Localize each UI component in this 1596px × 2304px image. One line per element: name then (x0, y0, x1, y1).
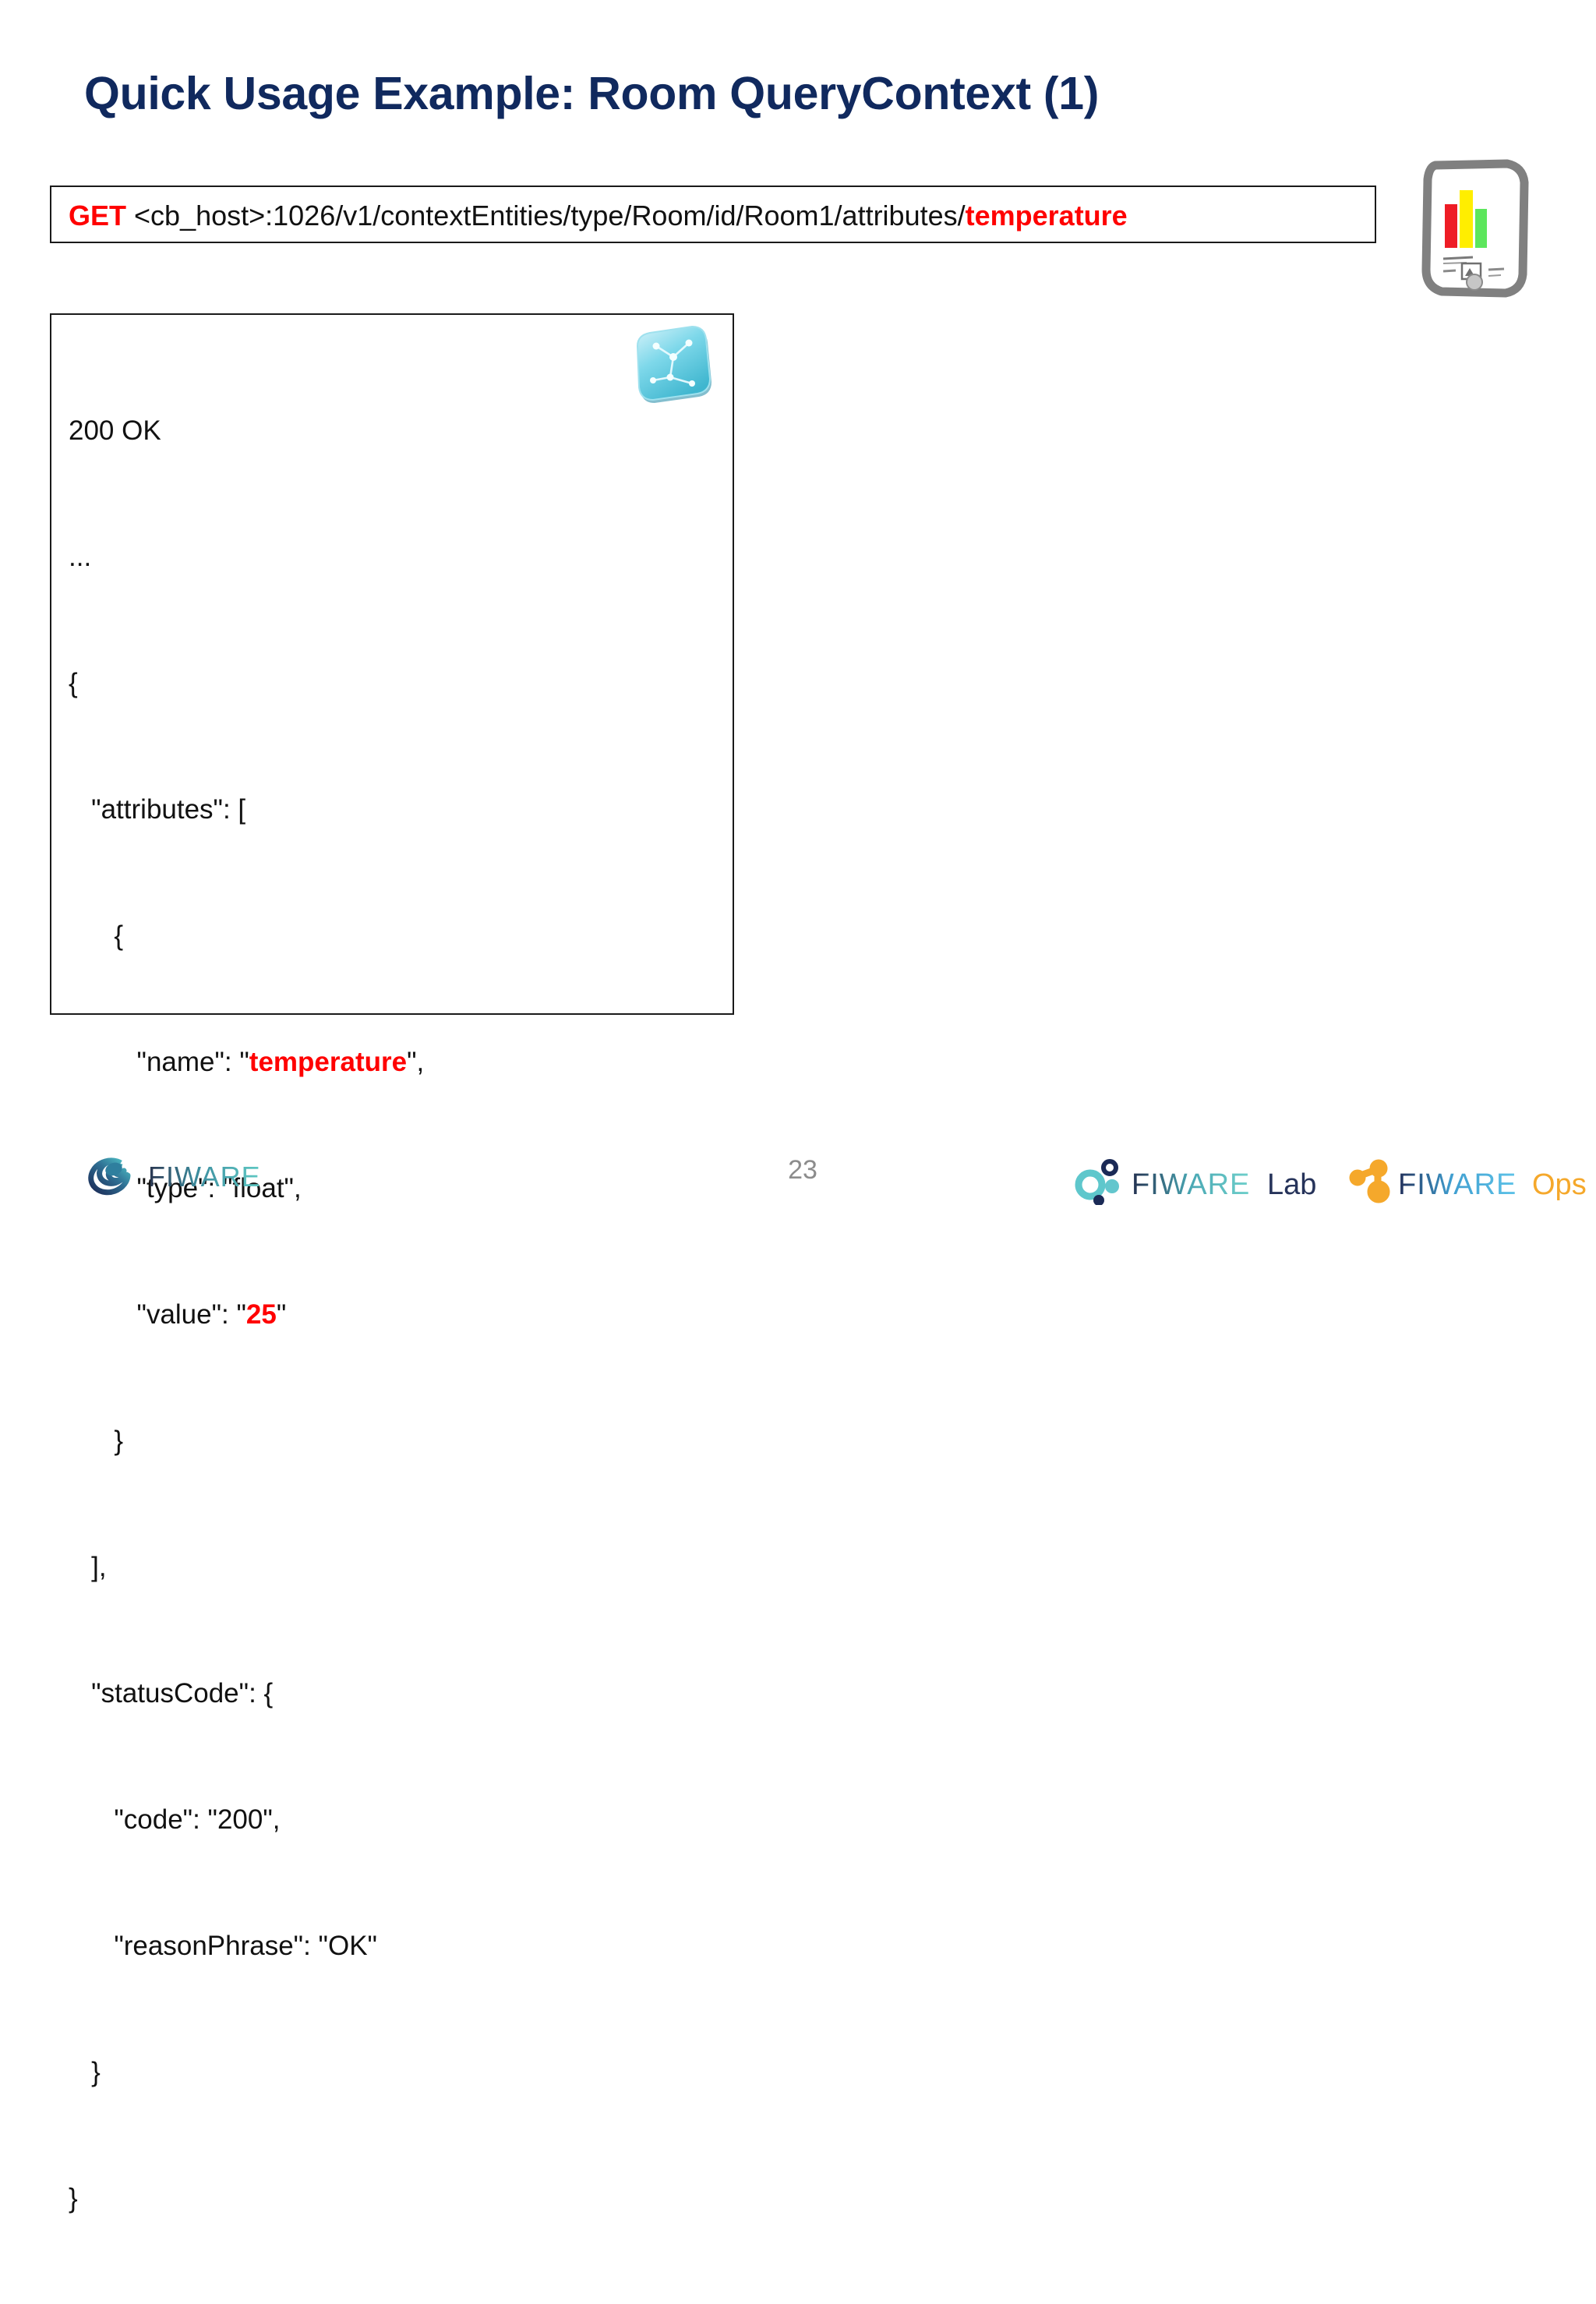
fiware-ops-logo: FIWARE Ops (1347, 1157, 1590, 1205)
code-line: "name": "temperature", (69, 1041, 425, 1083)
response-ellipsis: ... (69, 542, 92, 572)
request-line: GET <cb_host>:1026/v1/contextEntities/ty… (69, 198, 1128, 234)
page-number: 23 (788, 1155, 817, 1185)
code-seg: ", (407, 1047, 425, 1077)
code-highlight: 25 (245, 1299, 277, 1330)
code-seg: " (276, 1299, 287, 1330)
request-url-highlight: temperature (965, 200, 1128, 231)
request-method: GET (69, 200, 127, 231)
code-line: } (69, 1426, 124, 1456)
code-line: "value": "25" (69, 1294, 424, 1336)
response-box: 200 OK ... { "attributes": [ { "name": "… (50, 313, 734, 2214)
fiware-lab-suffix: Lab (1267, 1168, 1316, 1201)
request-url-plain: <cb_host>:1026/v1/contextEntities/type/R… (126, 200, 966, 231)
code-line: "type": "float", (69, 1173, 302, 1203)
fiware-logo: FIWARE (87, 1152, 282, 1200)
mobile-device-icon (1421, 153, 1531, 301)
code-line: "reasonPhrase": "OK" (69, 1931, 377, 1961)
fiware-lab-wordmark: FIWARE (1132, 1168, 1250, 1201)
code-line: "code": "200", (69, 1804, 281, 1835)
request-box: GET <cb_host>:1026/v1/contextEntities/ty… (50, 186, 1376, 243)
code-highlight: temperature (249, 1047, 408, 1077)
fiware-lab-logo: FIWARE Lab (1074, 1157, 1331, 1205)
fiware-ops-suffix: Ops (1532, 1168, 1587, 1201)
code-seg: "value": " (69, 1299, 246, 1330)
code-line: { (69, 921, 124, 951)
code-line: ], (69, 1552, 107, 1582)
code-line: "attributes": [ (69, 794, 246, 825)
code-line: "statusCode": { (69, 1678, 274, 1709)
code-line: } (69, 2057, 101, 2087)
code-seg: "name": " (69, 1047, 249, 1077)
fiware-ops-wordmark: FIWARE (1398, 1168, 1517, 1201)
code-line: } (69, 2183, 78, 2214)
context-broker-icon (628, 323, 720, 410)
response-status-line: 200 OK (69, 415, 161, 446)
page-title: Quick Usage Example: Room QueryContext (… (84, 68, 1100, 119)
response-code-block: 200 OK ... { "attributes": [ { "name": "… (69, 326, 424, 2304)
svg-text:FIWARE: FIWARE (148, 1161, 261, 1193)
code-line: { (69, 668, 78, 698)
